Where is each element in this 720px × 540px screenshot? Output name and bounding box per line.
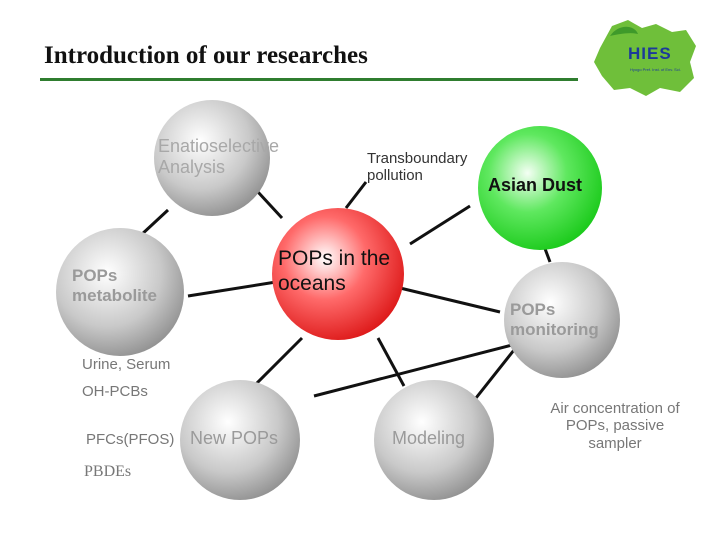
title-underline bbox=[40, 78, 578, 81]
connector-monitoring-air bbox=[474, 349, 516, 399]
connector-enantio-metabolite bbox=[138, 208, 170, 238]
connector-center-new-pops bbox=[254, 336, 304, 386]
connector-asian-dust-center bbox=[409, 204, 471, 246]
node-transboundary-label: Transboundary pollution bbox=[367, 150, 468, 185]
connector-center-modeling bbox=[376, 337, 406, 387]
node-center-circle bbox=[272, 208, 404, 340]
connector-transboundary-center bbox=[344, 181, 368, 209]
slide-title: Introduction of our researches bbox=[44, 42, 368, 69]
node-new-pops-circle bbox=[180, 380, 300, 500]
node-asian-dust-circle bbox=[478, 126, 602, 250]
node-enantio-label: Enatioselective Analysis bbox=[158, 136, 280, 177]
node-metabolite-circle bbox=[56, 228, 184, 356]
node-modeling-circle bbox=[374, 380, 494, 500]
node-asian-dust-label: Asian Dust bbox=[488, 175, 583, 195]
hyogo-map-shape bbox=[594, 20, 696, 96]
note-oh-pcbs: OH-PCBs bbox=[82, 383, 148, 400]
logo-subtitle: Hyogo Pref. Inst. of Env. Sci. bbox=[630, 67, 681, 72]
node-new-pops-label: New POPs bbox=[190, 428, 279, 448]
note-pbdes: PBDEs bbox=[84, 463, 132, 480]
node-modeling-label: Modeling bbox=[392, 428, 466, 448]
node-monitoring-label: POPs monitoring bbox=[510, 300, 599, 339]
hies-logo bbox=[594, 20, 696, 96]
connector-monitoring-modeling bbox=[313, 343, 513, 398]
node-monitoring-circle bbox=[504, 262, 620, 378]
connector-center-monitoring bbox=[399, 286, 501, 314]
node-metabolite-label: POPs metabolite bbox=[72, 266, 158, 305]
leaf-shape bbox=[610, 26, 638, 36]
note-urine-serum: Urine, Serum bbox=[82, 356, 171, 373]
connector-metabolite-center bbox=[187, 280, 277, 298]
connector-lines bbox=[138, 181, 552, 399]
note-pfcs: PFCs(PFOS) bbox=[86, 431, 175, 448]
node-center-label: POPs in the oceans bbox=[278, 247, 391, 296]
note-air-concentration: Air concentration of POPs, passive sampl… bbox=[550, 400, 680, 452]
logo-text: HIES bbox=[628, 44, 672, 63]
connector-enantio-center bbox=[256, 190, 284, 220]
node-enantio-circle bbox=[154, 100, 270, 216]
